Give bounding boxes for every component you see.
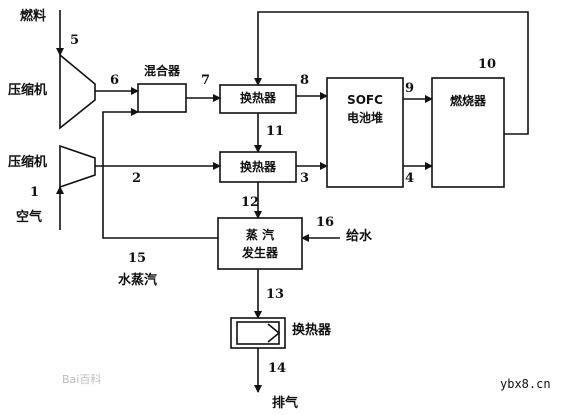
water-feed-label: 给水 bbox=[346, 229, 373, 244]
compressor-bottom-label: 压缩机 bbox=[8, 155, 48, 170]
heat-exchanger-bottom-label: 换热器 bbox=[292, 323, 332, 338]
heat-exchanger-top-label: 换热器 bbox=[239, 91, 276, 105]
air-label: 空气 bbox=[16, 210, 43, 225]
exhaust-label: 排气 bbox=[272, 396, 299, 411]
stream-number-8: 8 bbox=[300, 73, 310, 88]
burner-box bbox=[431, 77, 505, 188]
stream-number-11: 11 bbox=[266, 124, 285, 139]
stream-number-3: 3 bbox=[300, 171, 310, 186]
steam-generator-label-line1: 蒸 汽 bbox=[245, 228, 275, 242]
heat-exchanger-mid-label: 换热器 bbox=[239, 160, 276, 174]
stream-number-10: 10 bbox=[478, 57, 497, 72]
baike-watermark: Bai百科 bbox=[62, 373, 102, 386]
sofc-label-line1: SOFC bbox=[347, 93, 383, 107]
stream-number-16: 16 bbox=[316, 215, 335, 230]
stream-number-6: 6 bbox=[110, 73, 120, 88]
stream-number-7: 7 bbox=[201, 73, 211, 88]
heat-exchanger-bottom-coil bbox=[267, 323, 281, 343]
stream-number-2: 2 bbox=[132, 171, 142, 186]
stream-number-12: 12 bbox=[241, 195, 260, 210]
stream-number-15: 15 bbox=[128, 251, 147, 266]
site-watermark: ybx8.cn bbox=[500, 377, 551, 391]
compressor-top-shape bbox=[59, 53, 96, 130]
stream-number-5: 5 bbox=[70, 33, 80, 48]
fuel-label: 燃料 bbox=[20, 9, 47, 24]
compressor-top-label: 压缩机 bbox=[8, 83, 48, 98]
stream-number-14: 14 bbox=[268, 361, 287, 376]
sofc-stack-box bbox=[326, 77, 404, 188]
mixer-box bbox=[137, 83, 187, 113]
steam-generator-label-line2: 发生器 bbox=[241, 246, 278, 260]
mixer-label: 混合器 bbox=[143, 64, 180, 78]
sofc-label-line2: 电池堆 bbox=[346, 111, 383, 125]
stream-number-13: 13 bbox=[266, 287, 285, 302]
stream-number-4: 4 bbox=[405, 171, 415, 186]
burner-label: 燃烧器 bbox=[449, 94, 486, 108]
compressor-bottom-shape bbox=[59, 144, 96, 189]
stream-number-1: 1 bbox=[30, 185, 40, 200]
heat-exchanger-bottom-inner bbox=[236, 321, 280, 345]
steam-label: 水蒸汽 bbox=[118, 273, 158, 288]
steam-generator-box bbox=[217, 217, 303, 270]
stream-number-9: 9 bbox=[405, 81, 415, 96]
